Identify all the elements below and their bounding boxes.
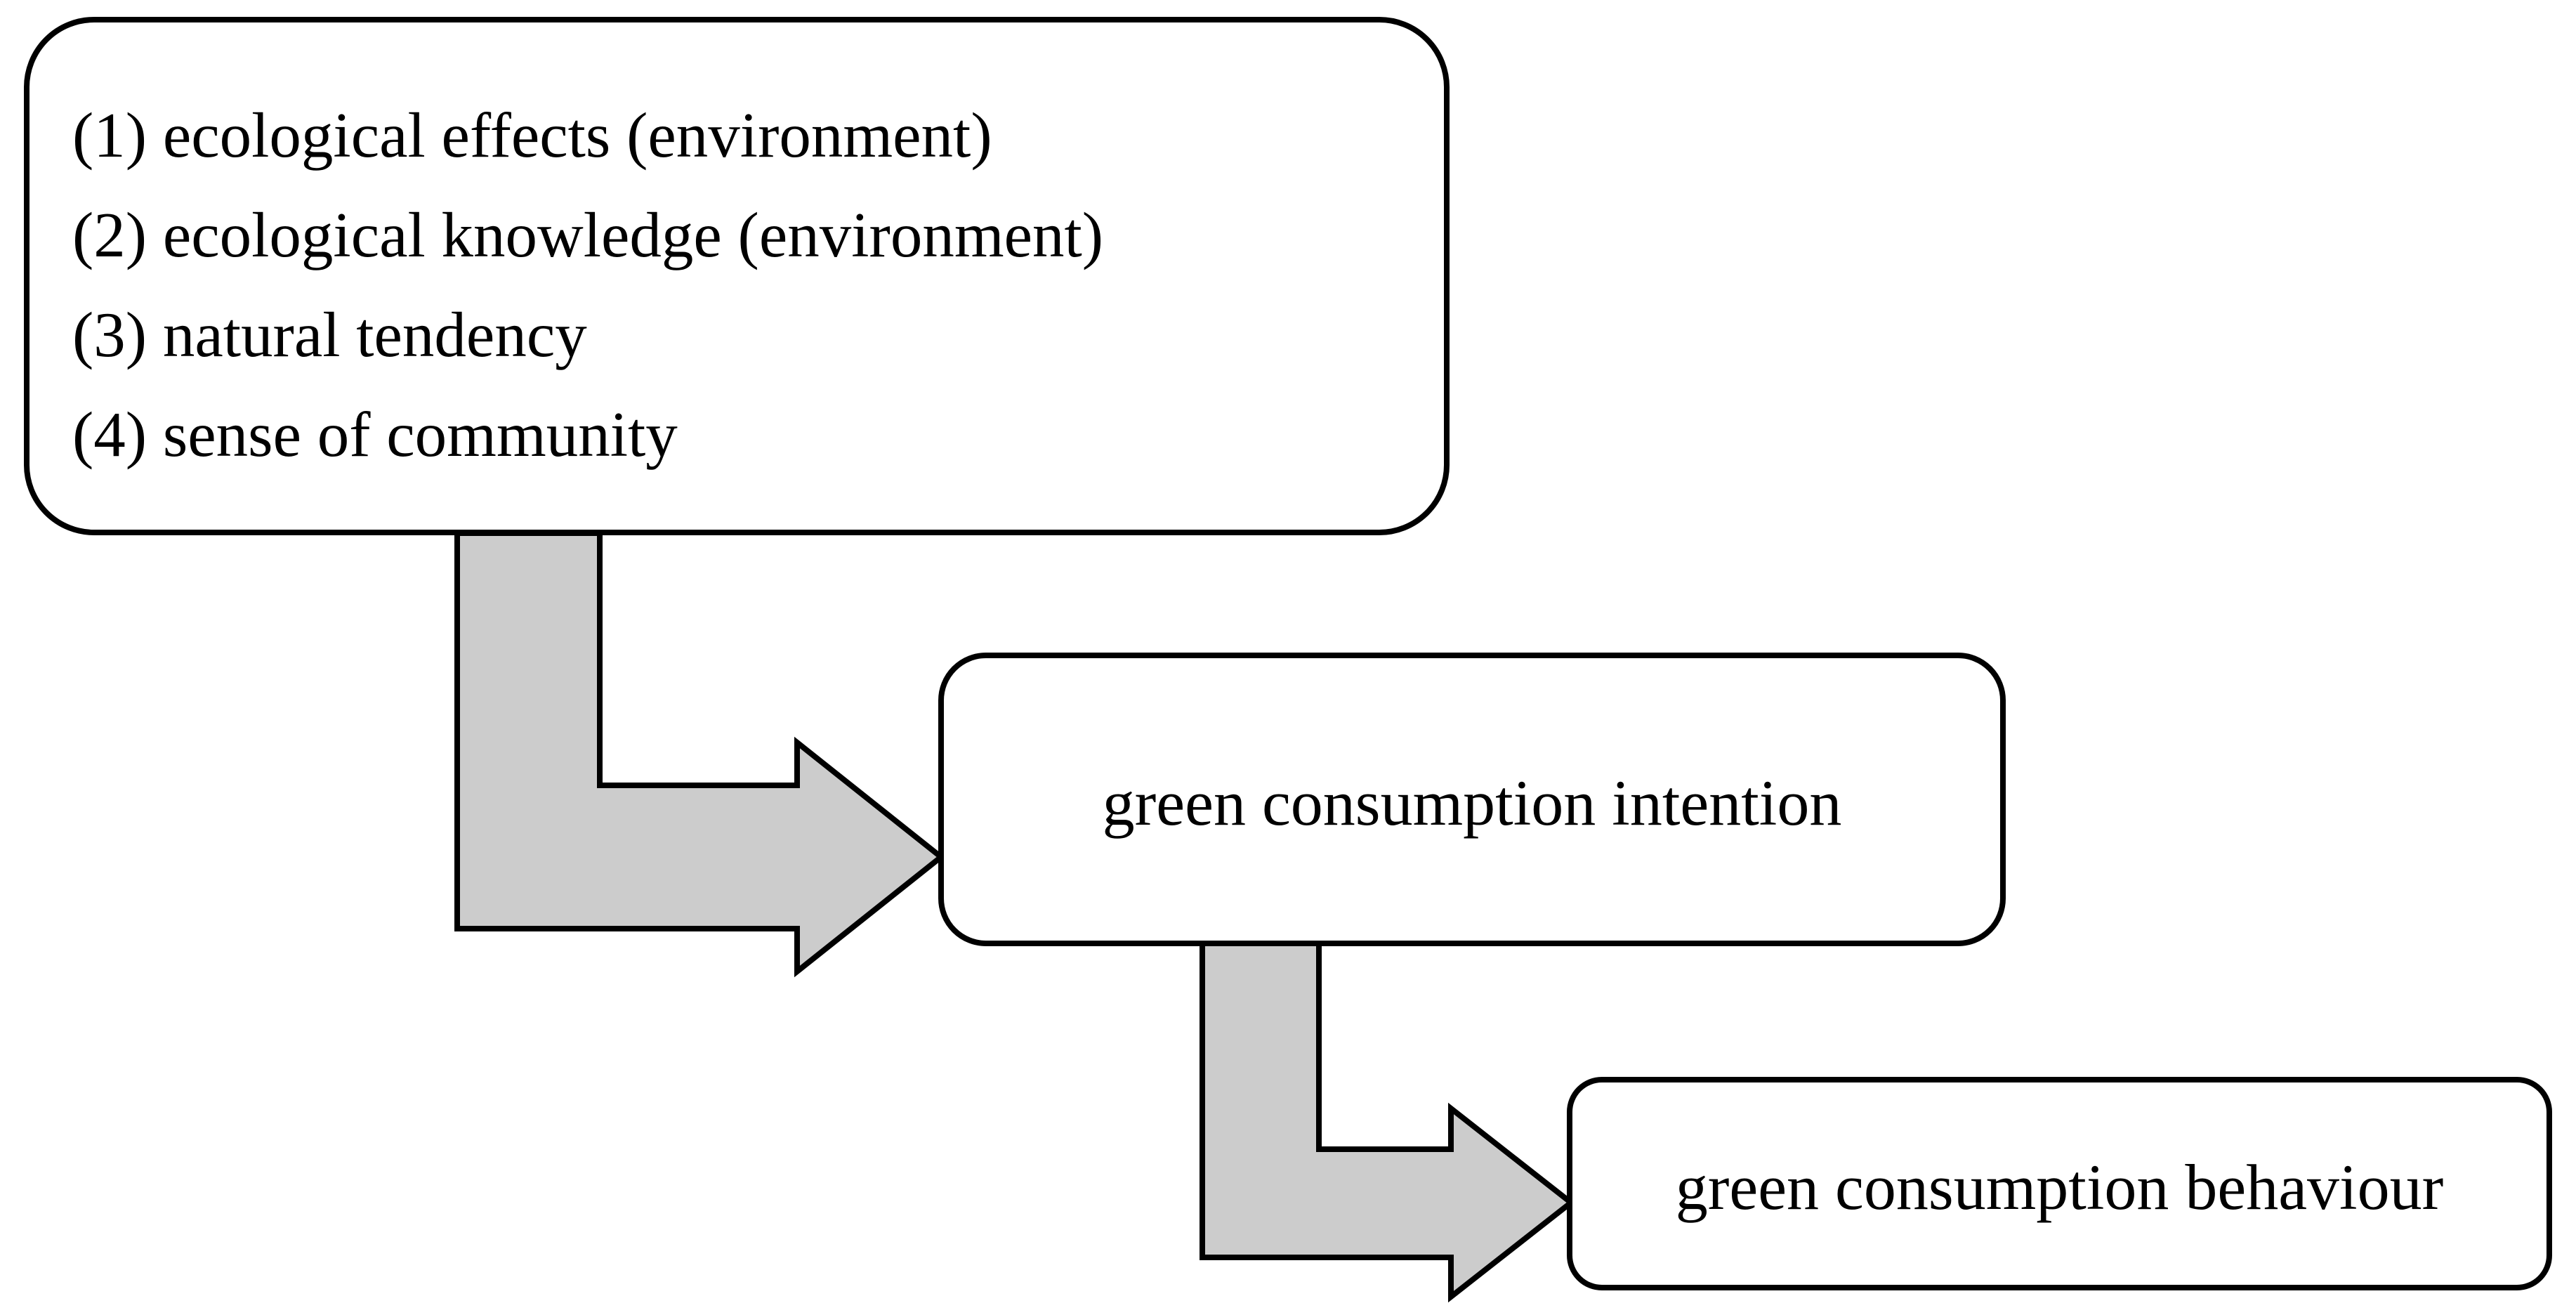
intention-box: green consumption intention: [938, 653, 2006, 946]
elbow-arrow-intention-to-behaviour: [1200, 939, 1576, 1303]
antecedent-item-3: (3) natural tendency: [72, 299, 587, 370]
antecedent-item-1: (1) ecological effects (environment): [72, 100, 992, 171]
antecedent-item-2: (2) ecological knowledge (environment): [72, 199, 1104, 270]
behaviour-box-label: green consumption behaviour: [1675, 1151, 2444, 1223]
behaviour-box: green consumption behaviour: [1567, 1077, 2552, 1290]
antecedents-box: (1) ecological effects (environment) (2)…: [24, 17, 1450, 535]
elbow-arrow-antecedents-to-intention: [454, 530, 946, 978]
antecedent-item-4: (4) sense of community: [72, 399, 678, 470]
intention-box-label: green consumption intention: [1102, 767, 1842, 839]
